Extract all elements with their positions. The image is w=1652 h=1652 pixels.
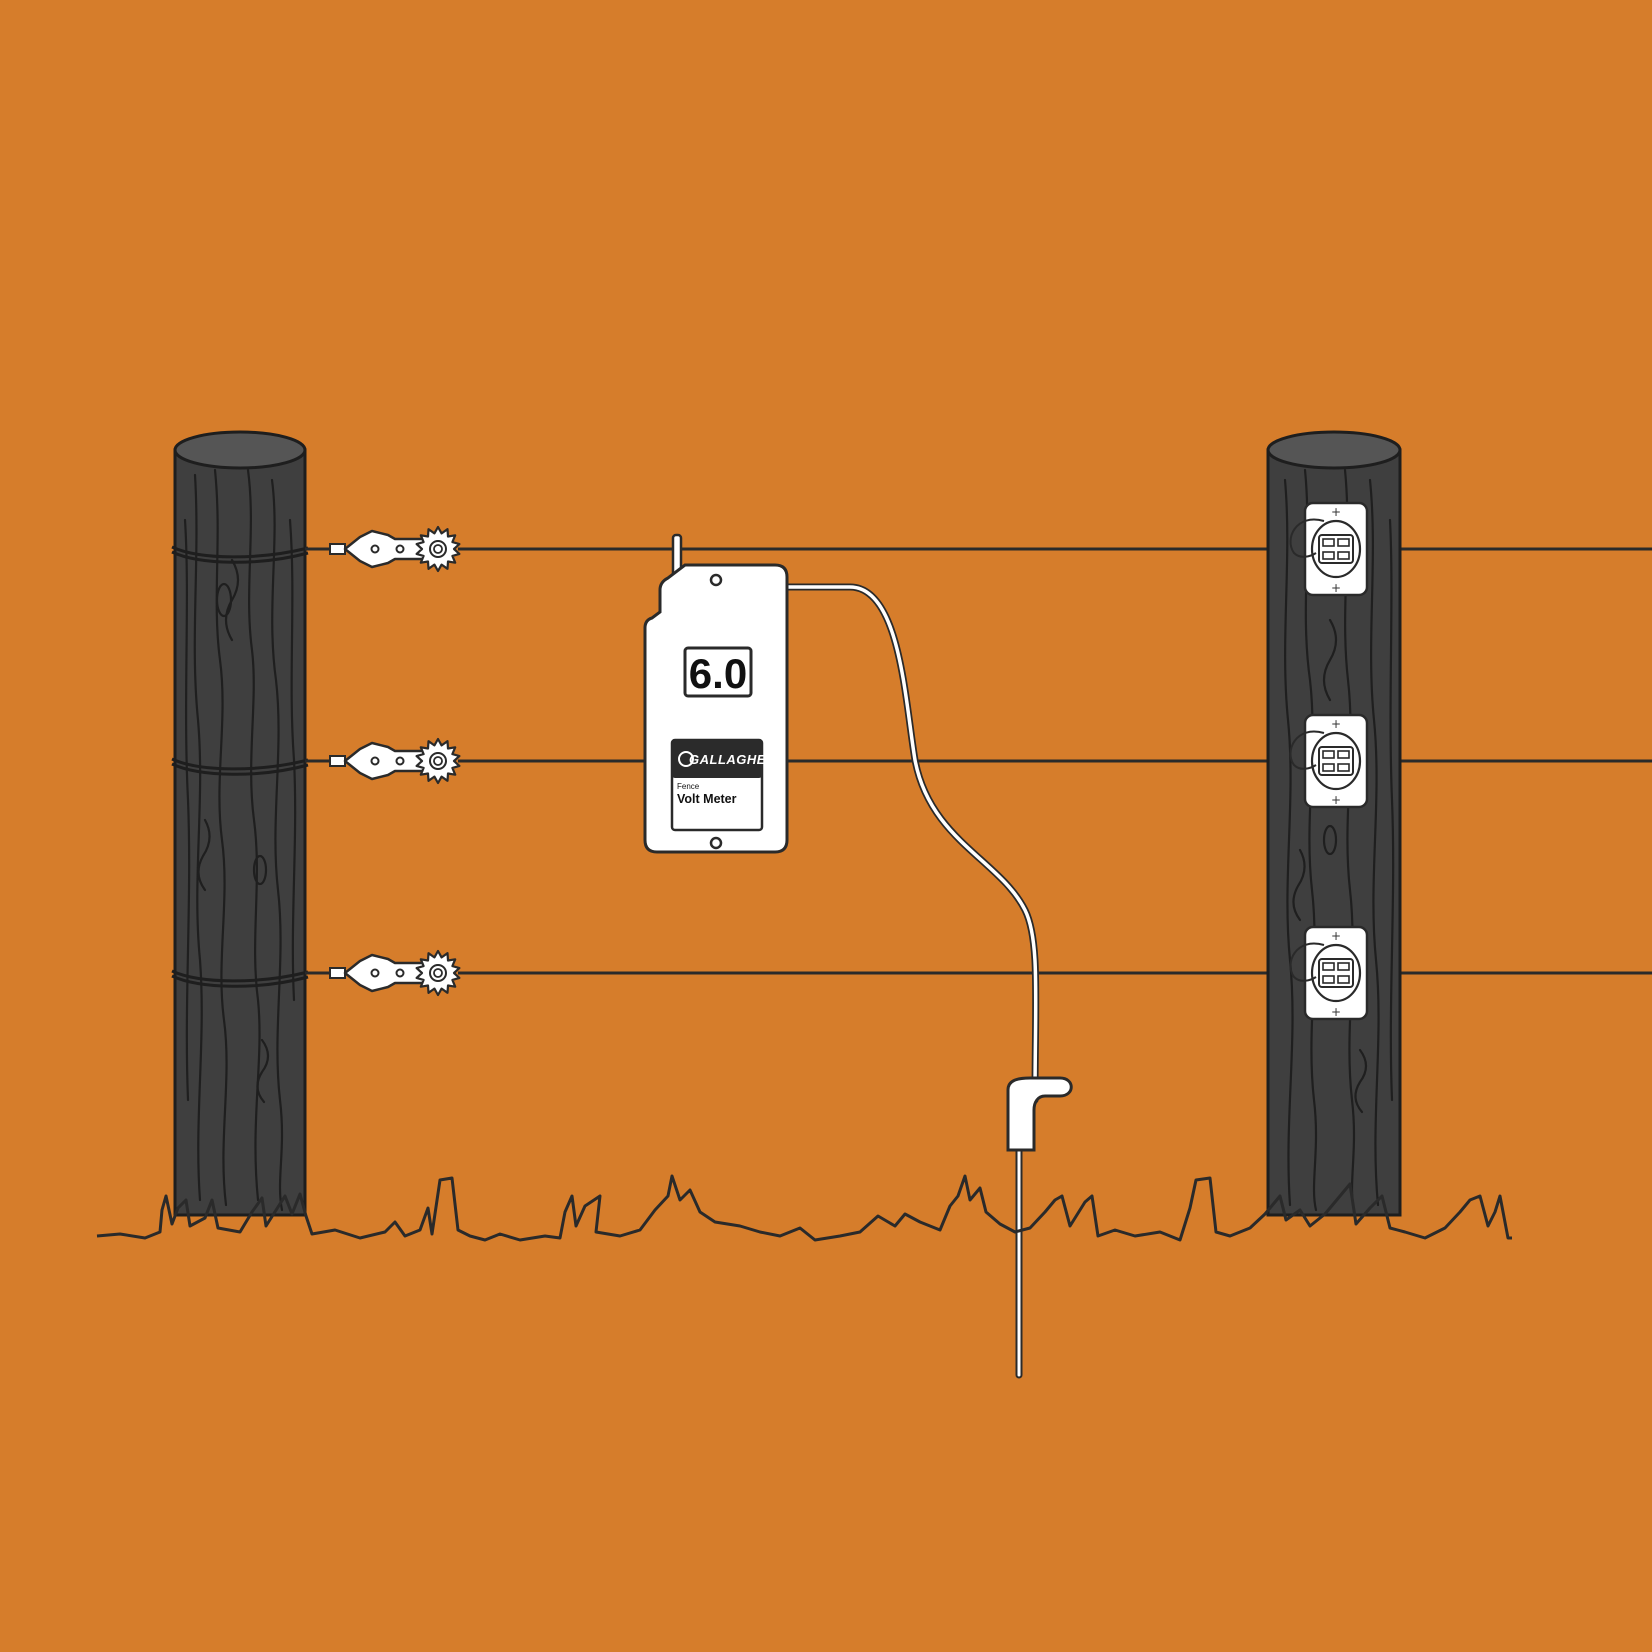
label-small: Fence xyxy=(677,782,700,791)
meter-bottom-hole xyxy=(709,836,723,850)
meter-reading: 6.0 xyxy=(689,650,747,697)
tensioner-ratchet-icon xyxy=(305,525,461,573)
svg-text:+: + xyxy=(1331,929,1341,943)
meter-top-hole xyxy=(709,573,723,587)
tensioners xyxy=(305,525,461,997)
left-post-wood-grain xyxy=(183,468,297,1212)
svg-text:+: + xyxy=(1331,793,1341,807)
fence-wires xyxy=(458,547,1652,975)
svg-text:+: + xyxy=(1331,581,1341,595)
label-main: Volt Meter xyxy=(677,792,737,806)
right-fence-post xyxy=(1266,430,1402,1217)
brand-header xyxy=(672,740,762,778)
meter-lead-cable xyxy=(781,583,1040,1104)
svg-text:+: + xyxy=(1331,717,1341,731)
grass-line xyxy=(96,1174,1512,1242)
volt-meter-device[interactable]: 6.0 GALLAGHER Fence Volt Meter xyxy=(643,533,789,854)
svg-text:+: + xyxy=(1331,505,1341,519)
line-insulator-icon: ++ xyxy=(1289,713,1369,809)
brand-name: GALLAGHER xyxy=(689,752,776,767)
line-insulator-icon: ++ xyxy=(1289,925,1369,1021)
right-post-wood-grain xyxy=(1283,468,1395,1212)
earth-probe-icon xyxy=(1006,1076,1073,1379)
tensioner-ratchet-icon xyxy=(305,737,461,785)
line-insulators: ++++++ xyxy=(1289,501,1369,1021)
line-insulator-icon: ++ xyxy=(1289,501,1369,597)
tensioner-ratchet-icon xyxy=(305,949,461,997)
brand-logo-icon xyxy=(678,751,694,767)
meter-display xyxy=(683,646,753,698)
svg-text:+: + xyxy=(1331,1005,1341,1019)
left-fence-post xyxy=(171,430,309,1217)
